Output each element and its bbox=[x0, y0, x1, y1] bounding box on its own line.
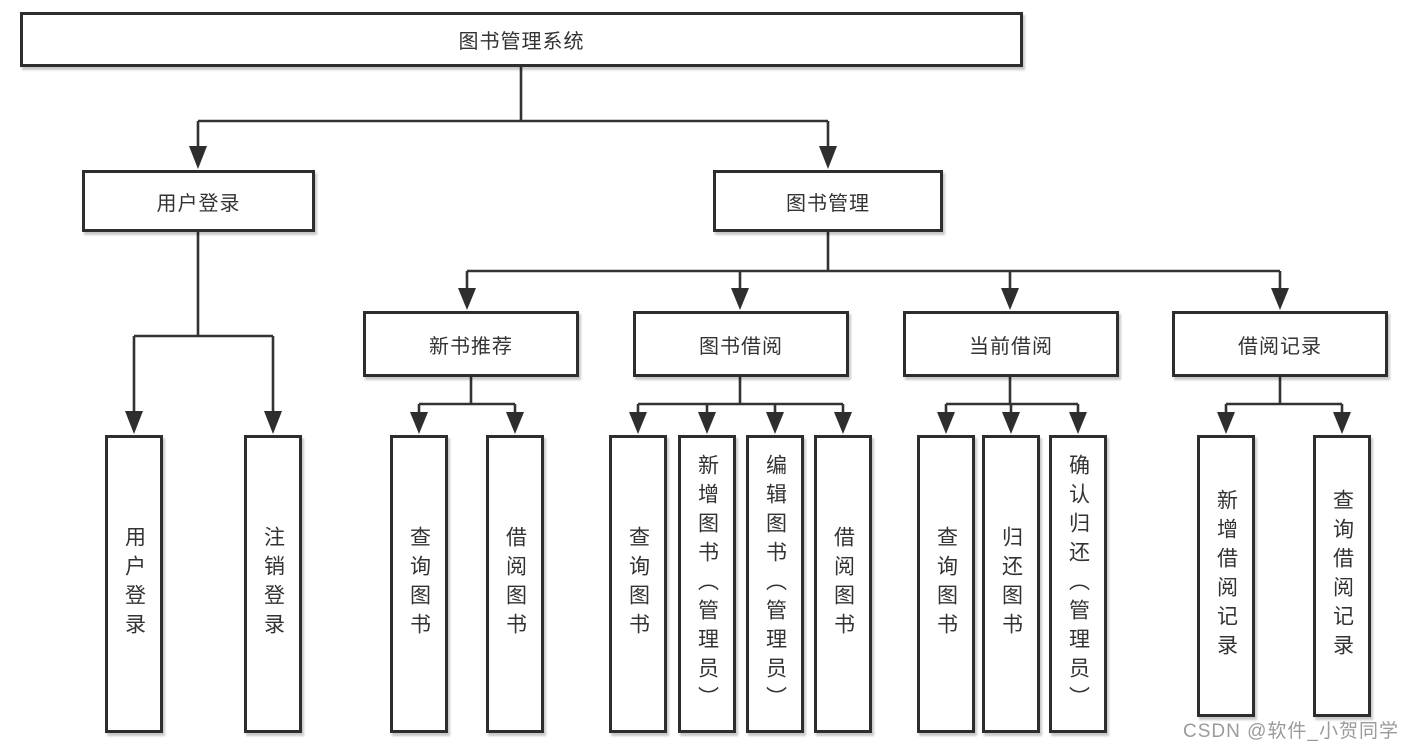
leaf-user-login: 用户登录 bbox=[105, 435, 163, 733]
leaf-add-borrow-record-label: 新增借阅记录 bbox=[1214, 489, 1238, 663]
arrow-down-icon bbox=[766, 412, 784, 434]
connector-new-book-recommend bbox=[410, 377, 524, 434]
node-user-login-label: 用户登录 bbox=[156, 192, 241, 215]
arrow-down-icon bbox=[1069, 412, 1087, 434]
arrow-down-icon bbox=[1002, 412, 1020, 434]
arrow-down-icon bbox=[125, 411, 143, 434]
arrow-down-icon bbox=[629, 412, 647, 434]
node-book-borrow-label: 图书借阅 bbox=[699, 335, 783, 358]
leaf-confirm-return-admin-label: 确认归还（管理员） bbox=[1066, 453, 1090, 715]
arrow-down-icon bbox=[410, 412, 428, 434]
leaf-logout-login-label: 注销登录 bbox=[261, 526, 285, 642]
leaf-edit-book-admin-label: 编辑图书（管理员） bbox=[763, 453, 787, 715]
leaf-query-books-current: 查询图书 bbox=[917, 435, 975, 733]
leaf-query-borrow-record: 查询借阅记录 bbox=[1313, 435, 1371, 717]
arrow-down-icon bbox=[264, 411, 282, 434]
connector-book-management bbox=[458, 232, 1289, 310]
arrow-down-icon bbox=[506, 412, 524, 434]
leaf-add-book-admin: 新增图书（管理员） bbox=[678, 435, 736, 733]
leaf-query-books-recommend: 查询图书 bbox=[390, 435, 448, 733]
leaf-add-borrow-record: 新增借阅记录 bbox=[1197, 435, 1255, 717]
leaf-edit-book-admin: 编辑图书（管理员） bbox=[746, 435, 804, 733]
csdn-watermark: CSDN @软件_小贺同学 bbox=[1183, 721, 1399, 742]
arrow-down-icon bbox=[819, 146, 837, 169]
node-new-book-recommend-label: 新书推荐 bbox=[429, 335, 513, 358]
node-book-management: 图书管理 bbox=[713, 170, 943, 232]
leaf-query-books-borrow: 查询图书 bbox=[609, 435, 667, 733]
node-book-management-label: 图书管理 bbox=[786, 192, 870, 215]
leaf-borrow-books: 借阅图书 bbox=[814, 435, 872, 733]
leaf-logout-login: 注销登录 bbox=[244, 435, 302, 733]
leaf-query-books-current-label: 查询图书 bbox=[934, 526, 958, 642]
leaf-return-books: 归还图书 bbox=[982, 435, 1040, 733]
arrow-down-icon bbox=[1001, 288, 1019, 310]
arrow-down-icon bbox=[458, 288, 476, 310]
leaf-confirm-return-admin: 确认归还（管理员） bbox=[1049, 435, 1107, 733]
leaf-borrow-books-label: 借阅图书 bbox=[831, 526, 855, 642]
leaf-borrow-books-recommend-label: 借阅图书 bbox=[503, 526, 527, 642]
node-root-label: 图书管理系统 bbox=[458, 31, 585, 53]
leaf-borrow-books-recommend: 借阅图书 bbox=[486, 435, 544, 733]
leaf-user-login-label: 用户登录 bbox=[122, 526, 146, 642]
connector-borrow-records bbox=[1217, 377, 1351, 434]
leaf-query-books-recommend-label: 查询图书 bbox=[407, 526, 431, 642]
arrow-down-icon bbox=[1217, 412, 1235, 434]
leaf-add-book-admin-label: 新增图书（管理员） bbox=[695, 453, 719, 715]
node-root: 图书管理系统 bbox=[20, 12, 1023, 67]
arrow-down-icon bbox=[698, 412, 716, 434]
node-borrow-records-label: 借阅记录 bbox=[1238, 335, 1322, 358]
leaf-return-books-label: 归还图书 bbox=[999, 526, 1023, 642]
arrow-down-icon bbox=[1333, 412, 1351, 434]
arrow-down-icon bbox=[189, 146, 207, 169]
node-borrow-records: 借阅记录 bbox=[1172, 311, 1388, 377]
leaf-query-borrow-record-label: 查询借阅记录 bbox=[1330, 489, 1354, 663]
connector-root bbox=[189, 67, 837, 169]
node-current-borrow: 当前借阅 bbox=[903, 311, 1119, 377]
arrow-down-icon bbox=[1271, 288, 1289, 310]
arrow-down-icon bbox=[731, 288, 749, 310]
arrow-down-icon bbox=[834, 412, 852, 434]
connector-book-borrow bbox=[629, 377, 852, 434]
node-new-book-recommend: 新书推荐 bbox=[363, 311, 579, 377]
connector-user-login bbox=[125, 232, 282, 434]
node-book-borrow: 图书借阅 bbox=[633, 311, 849, 377]
node-current-borrow-label: 当前借阅 bbox=[969, 335, 1053, 358]
leaf-query-books-borrow-label: 查询图书 bbox=[626, 526, 650, 642]
arrow-down-icon bbox=[937, 412, 955, 434]
connector-current-borrow bbox=[937, 377, 1087, 434]
node-user-login: 用户登录 bbox=[82, 170, 315, 232]
